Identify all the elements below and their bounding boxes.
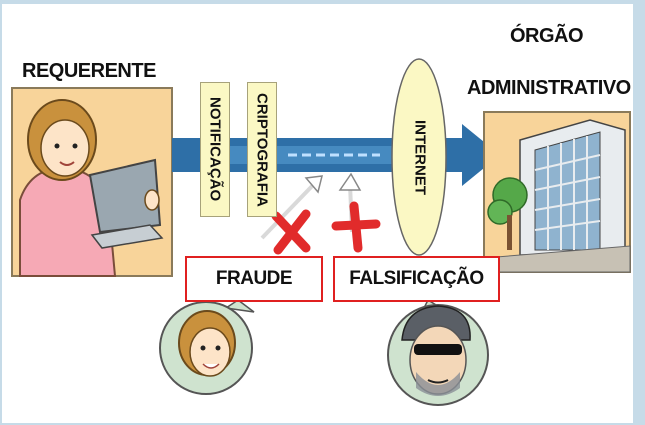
fraude-label: FRAUDE bbox=[215, 268, 293, 289]
internet-label: INTERNET bbox=[411, 119, 429, 195]
x-mark-icon bbox=[271, 209, 311, 255]
falsificacao-label: FALSIFICAÇÃO bbox=[349, 268, 484, 289]
fraude-box: FRAUDE bbox=[185, 256, 323, 302]
building-illustration bbox=[483, 111, 631, 273]
orgao-label-line2: ADMINISTRATIVO bbox=[467, 77, 631, 99]
cross-mark-icon bbox=[331, 201, 381, 253]
notificacao-box: NOTIFICAÇÃO bbox=[200, 82, 230, 217]
person-at-laptop-illustration bbox=[11, 87, 173, 277]
internet-label-box: INTERNET bbox=[400, 62, 440, 252]
woman-face-icon bbox=[159, 299, 255, 395]
criptografia-box: CRIPTOGRAFIA bbox=[247, 82, 277, 217]
requerente-label: REQUERENTE bbox=[22, 60, 156, 82]
orgao-label-line1: ÓRGÃO bbox=[510, 25, 584, 47]
masked-thief-icon bbox=[387, 298, 489, 406]
notificacao-label: NOTIFICAÇÃO bbox=[206, 97, 224, 202]
criptografia-label: CRIPTOGRAFIA bbox=[253, 92, 271, 207]
internet-ellipse bbox=[391, 58, 447, 256]
falsificacao-box: FALSIFICAÇÃO bbox=[333, 256, 500, 302]
